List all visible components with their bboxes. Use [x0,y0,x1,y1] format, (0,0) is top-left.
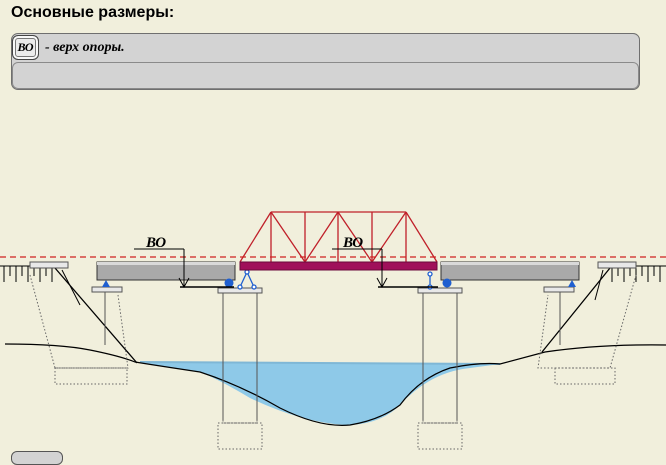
left-approach-top [97,262,235,265]
left-vo-label: ВО [145,235,166,251]
nav-tab[interactable] [11,451,63,465]
right-slope [541,267,611,353]
vo-badge[interactable]: ВО [12,35,39,60]
main-truss [239,211,438,263]
right-abutment-bearing [568,280,576,287]
main-deck [239,261,438,271]
left-pier [217,287,263,420]
right-vo-label: ВО [342,235,363,251]
right-abutment [543,261,637,345]
left-slope [54,267,138,364]
left-abutment-bearing [102,280,110,287]
right-pier-roller-bearing [442,278,452,288]
legend-panel: ВО - верх опоры. [11,33,640,90]
right-approach-top [441,262,579,265]
left-abutment [29,261,123,345]
legend-empty-row [12,62,639,89]
vo-description: - верх опоры. [45,40,125,55]
right-slope-2 [594,269,604,301]
water-surface [139,361,501,365]
river-water [140,362,500,425]
page-title: Основные размеры: [11,4,175,21]
left-pier-roller-bearing [224,278,234,288]
right-vo-leader [332,248,438,289]
left-pier-fixed-bearing [237,269,257,290]
ground-profile [4,343,666,426]
left-slope-2 [61,269,81,306]
right-pier [417,287,463,420]
left-vo-leader [134,248,234,289]
bridge-diagram: ВО ВО [0,211,666,450]
